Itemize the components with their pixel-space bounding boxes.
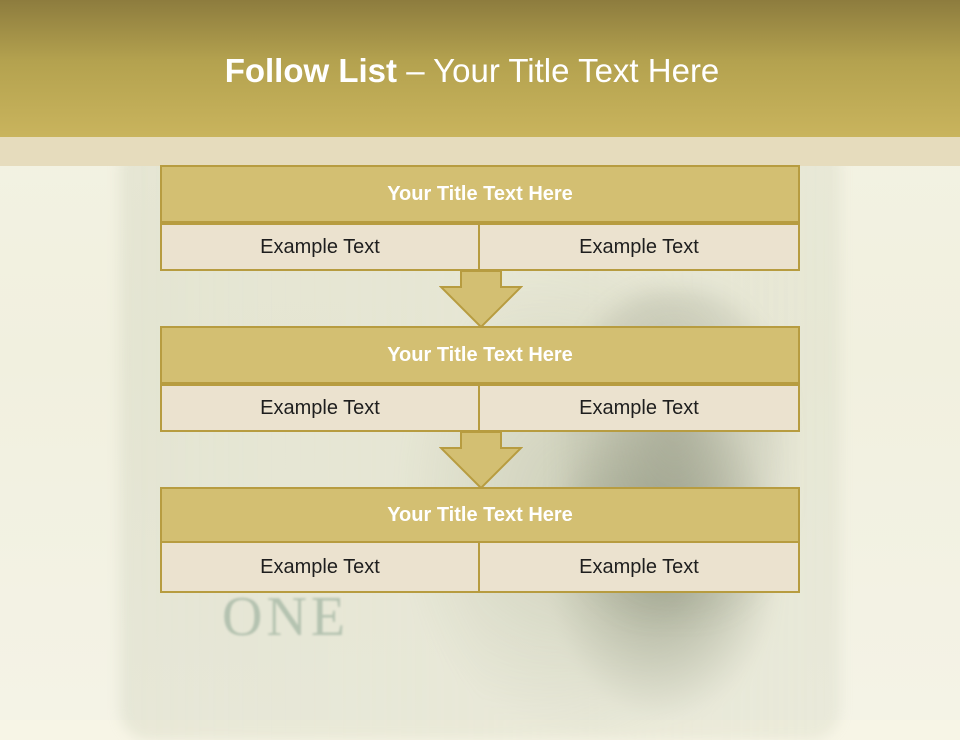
step-block-3: Your Title Text Here Example Text Exampl… [160,487,800,593]
step-title: Your Title Text Here [160,165,800,223]
step-cell-right: Example Text [480,223,800,271]
step-cell-left: Example Text [160,384,480,432]
step-title: Your Title Text Here [160,326,800,384]
step-cell-left: Example Text [160,541,480,593]
step-block-2: Your Title Text Here Example Text Exampl… [160,326,800,432]
slide-title: Follow List – Your Title Text Here [0,52,944,90]
step-cell-left: Example Text [160,223,480,271]
down-arrow-icon [439,432,523,490]
down-arrow-icon [439,271,523,329]
header-band [0,0,960,137]
step-cell-right: Example Text [480,384,800,432]
slide-title-bold: Follow List [224,52,398,89]
header-strip [0,137,960,166]
step-block-1: Your Title Text Here Example Text Exampl… [160,165,800,271]
step-cell-right: Example Text [480,541,800,593]
banknote-lettering: ONE [222,586,350,648]
slide-title-rest: – Your Title Text Here [397,52,720,89]
step-title: Your Title Text Here [160,487,800,543]
